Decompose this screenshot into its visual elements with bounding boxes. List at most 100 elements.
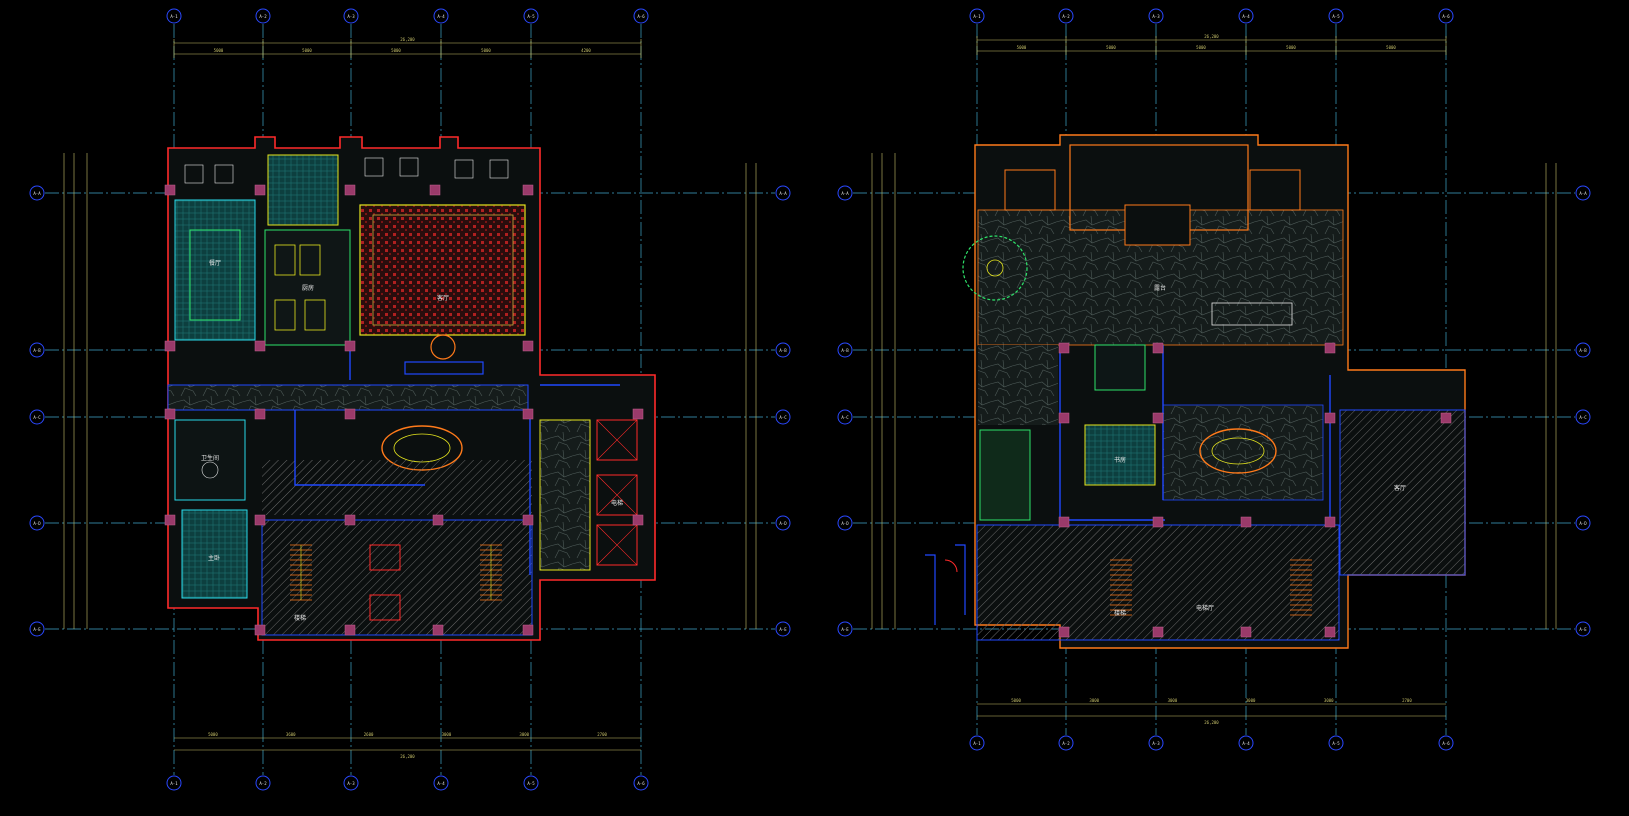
structural-column [254,184,266,196]
grid-bubble-label: A-1 [170,14,178,19]
kitchen-cabinet [299,244,321,276]
roof-zone [1339,409,1466,576]
segment-dimension-top: 5000 [1286,45,1296,50]
segment-dimension-bottom: 3000 [1324,698,1334,703]
grid-bubble-label: A-6 [637,781,645,786]
structural-column [1058,626,1070,638]
grid-bubble-label: A-2 [259,781,267,786]
room-label: 楼梯 [294,614,306,622]
grid-bubble [837,409,853,425]
grid-bubble [29,621,45,637]
bathroom [174,419,246,501]
side-paving [978,345,1058,425]
grid-bubble [1575,342,1591,358]
segment-dimension-top: 5000 [214,48,224,53]
grid-bubble-label: A-5 [1332,741,1340,746]
structural-column [1324,516,1336,528]
grid-bubble-label: A-C [779,415,787,420]
grid-bubble-label: A-6 [637,14,645,19]
segment-dimension-top: 5000 [1017,45,1027,50]
grid-bubble [523,775,539,791]
room-label: 书房 [1114,456,1126,464]
grid-bubble-label: A-3 [1152,14,1160,19]
grid-bubble [1328,8,1344,24]
structural-column [254,340,266,352]
segment-dimension-top: 5000 [1106,45,1116,50]
elevator-cross [596,419,638,461]
grid-bubble-label: A-B [33,348,41,353]
grid-bubble-label: A-5 [527,781,535,786]
room-label: 厨房 [302,284,314,292]
grid-bubble [166,8,182,24]
grid-bubble [1238,8,1254,24]
structural-column [164,340,176,352]
grid-bubble-label: A-D [33,521,41,526]
chair [364,157,384,177]
segment-dimension-top: 5000 [1386,45,1396,50]
entry-medallion [430,334,456,360]
shaft-box [369,544,401,571]
segment-dimension-bottom: 3000 [519,732,529,737]
segment-dimension-bottom: 3000 [442,732,452,737]
grid-bubble [1148,735,1164,751]
elevator-cross [596,474,638,516]
structural-column [1240,516,1252,528]
grid-bubble-label: A-B [1579,348,1587,353]
grid-bubble [775,342,791,358]
grid-bubble [633,8,649,24]
kitchen [264,229,351,346]
grid-bubble-label: A-5 [1332,14,1340,19]
grid-bubble-label: A-1 [973,14,981,19]
structural-column [1440,412,1452,424]
garden-bed [979,429,1031,521]
grid-bubble-label: A-3 [1152,741,1160,746]
grid-bubble [255,8,271,24]
structural-column [1058,342,1070,354]
structural-column [164,408,176,420]
kitchen-cabinet [274,299,296,331]
segment-dimension-bottom: 3000 [1168,698,1178,703]
stair-top [1094,344,1146,391]
room-label: 客厅 [437,294,449,302]
rug-border [372,214,514,326]
structural-column [522,340,534,352]
structural-column [522,408,534,420]
segment-dimension-top: 5000 [481,48,491,53]
structural-column [522,624,534,636]
grid-bubble-label: A-A [779,191,787,196]
chair [454,159,474,179]
room-label: 卫生间 [201,454,219,462]
room-label: 电梯厅 [1196,604,1214,612]
dining-area [174,199,256,341]
segment-dimension-top: 4200 [581,48,591,53]
chair [399,157,419,177]
grid-bubble [1575,409,1591,425]
segment-dimension-top: 5000 [1196,45,1206,50]
elevator-shaft [596,474,638,516]
bar-counter [1211,302,1293,326]
grid-bubble-label: A-2 [1062,14,1070,19]
grid-bubble-label: A-A [1579,191,1587,196]
chair [489,159,509,179]
structural-column [1324,626,1336,638]
overall-dimension-top: 26,200 [400,37,415,42]
structural-column [344,184,356,196]
grid-bubble [1238,735,1254,751]
segment-dimension-bottom: 2600 [364,732,374,737]
grid-bubble [837,621,853,637]
room-label: 主卧 [208,554,220,562]
structural-column [1152,412,1164,424]
structural-column [1152,342,1164,354]
grid-bubble-label: A-4 [1242,741,1250,746]
grid-bubble [775,621,791,637]
service-zone [261,519,533,636]
grid-bubble-label: A-B [779,348,787,353]
overall-dimension-bottom: 26,200 [1204,720,1219,725]
grid-bubble [775,409,791,425]
structural-column [432,624,444,636]
grid-bubble-label: A-B [841,348,849,353]
segment-dimension-bottom: 3000 [1089,698,1099,703]
